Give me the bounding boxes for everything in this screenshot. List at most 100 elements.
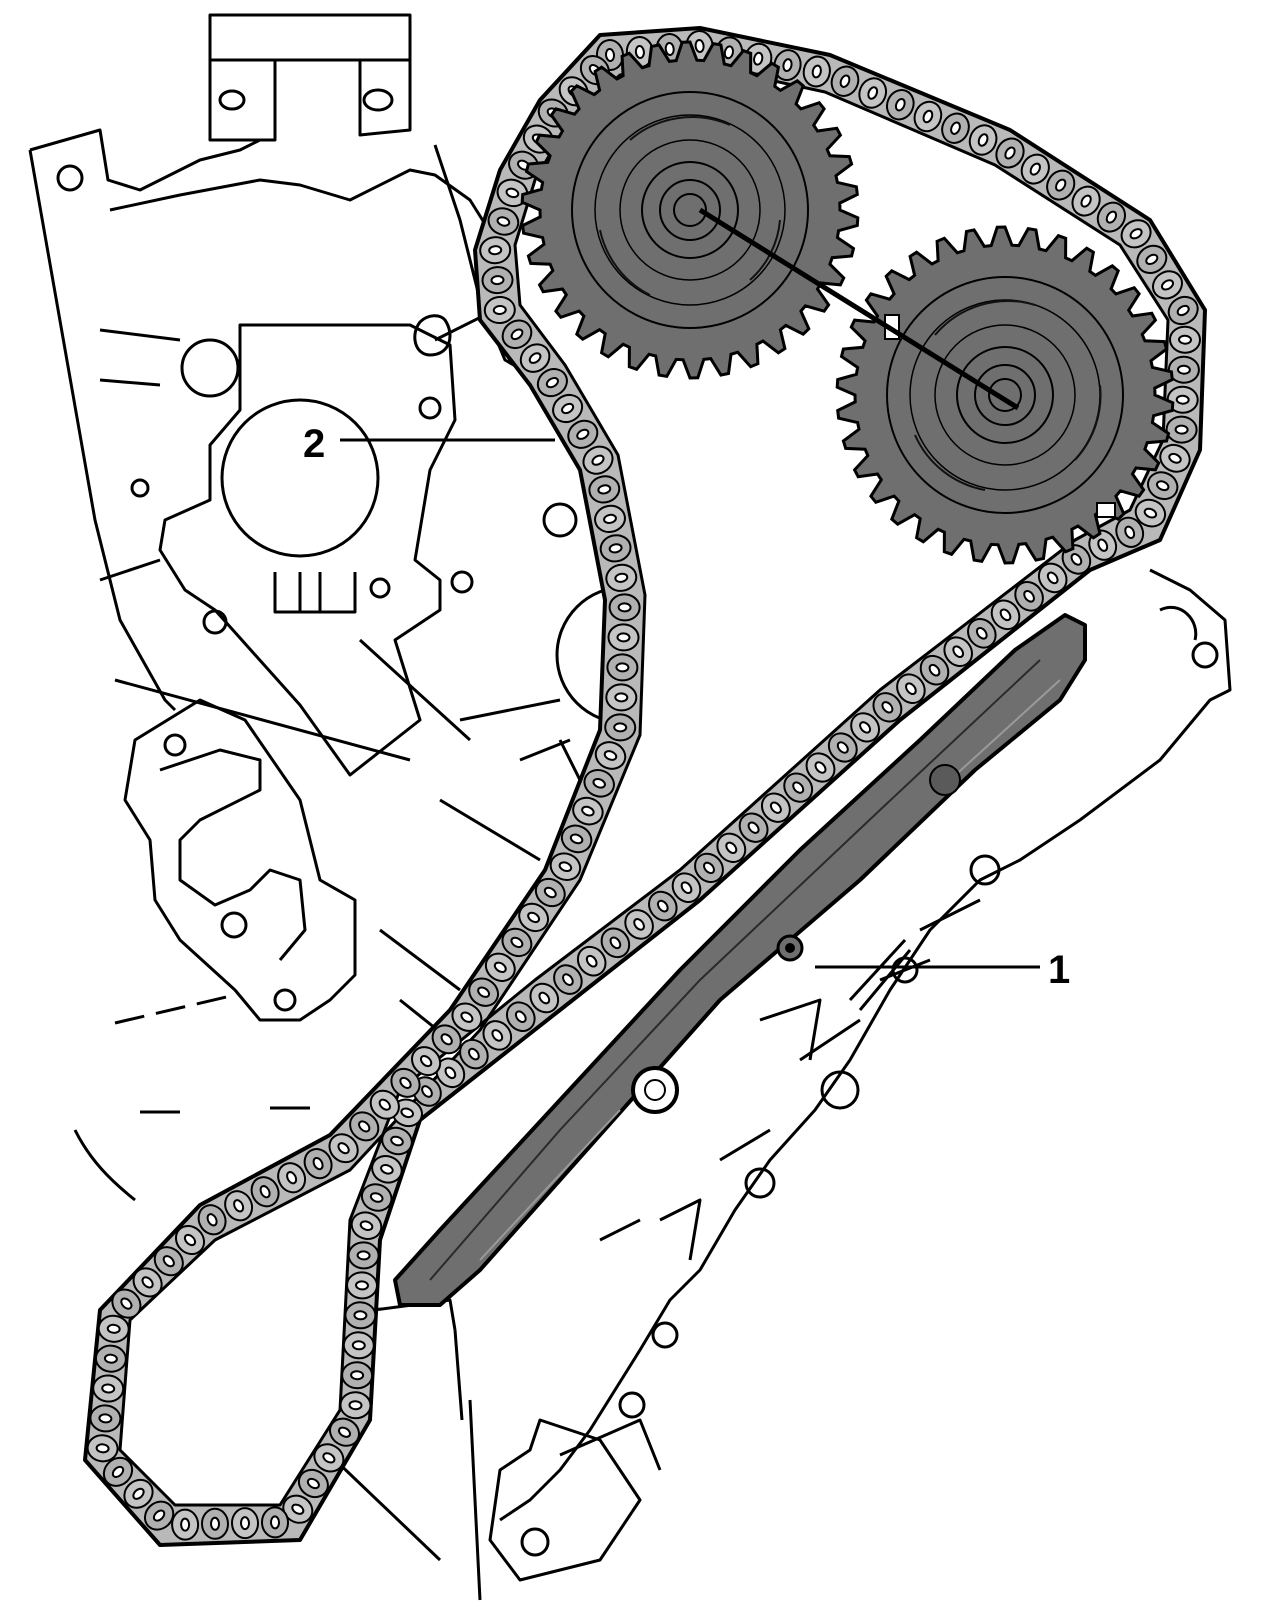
chain-link: [483, 295, 516, 325]
chain-link: [773, 49, 802, 82]
chain-link: [153, 1246, 184, 1277]
chain-link: [990, 599, 1021, 631]
chain-link: [1014, 581, 1044, 612]
callout-1-label: 1: [1048, 948, 1070, 992]
chain-link: [303, 1148, 333, 1180]
chain-link: [346, 1271, 378, 1300]
chain-link: [92, 1374, 125, 1403]
chain-link: [827, 732, 858, 763]
tensioner-rail-upper-rivet: [929, 764, 961, 796]
chain-link: [553, 964, 583, 995]
camshaft-sprocket-intake: [520, 40, 860, 380]
chain-link: [518, 902, 550, 933]
chain-link: [760, 792, 791, 823]
camshaft-sprocket-exhaust: [835, 225, 1175, 565]
chain-link: [607, 623, 640, 652]
chain-link: [608, 593, 641, 622]
callout-2: 2: [303, 422, 555, 466]
chain-link: [1167, 355, 1200, 384]
sprocket-alignment-line: [698, 207, 1020, 411]
chain-link: [1115, 516, 1145, 548]
chain-link: [123, 1478, 154, 1509]
chain-link: [487, 207, 520, 236]
chain-link: [582, 445, 614, 475]
chain-link: [716, 832, 747, 863]
chain-link: [1061, 544, 1092, 575]
chain-link: [339, 1391, 372, 1420]
chain-link: [1020, 153, 1050, 185]
chain-link: [583, 768, 615, 798]
chain-link: [89, 1404, 122, 1433]
chain-link: [97, 1314, 130, 1343]
chain-link: [671, 872, 702, 903]
chain-link: [1096, 201, 1127, 233]
chain-link: [484, 952, 516, 982]
chain-link: [536, 368, 568, 398]
chain-link: [501, 319, 533, 350]
chain-link: [371, 1155, 403, 1184]
chain-link: [605, 683, 638, 712]
chain-link: [1071, 185, 1101, 217]
chain-link: [872, 692, 903, 723]
chain-link: [350, 1211, 383, 1240]
chain-link: [171, 1508, 200, 1541]
chain-link: [600, 927, 631, 959]
chain-link: [224, 1190, 254, 1222]
chain-link: [599, 534, 632, 563]
chain-link: [594, 741, 627, 770]
chain-link: [342, 1331, 375, 1360]
chain-link: [1166, 385, 1199, 414]
chain-link: [549, 852, 582, 882]
chain-link: [1134, 498, 1167, 528]
chain-link: [459, 1038, 489, 1070]
chain-link: [604, 713, 637, 742]
chain-link: [328, 1133, 359, 1164]
chain-link: [588, 475, 621, 504]
chain-link: [567, 419, 599, 449]
chain-link: [967, 618, 997, 649]
chain-link: [86, 1434, 119, 1463]
chain-link: [501, 927, 533, 958]
chain-link: [783, 772, 814, 803]
chain-link: [94, 1344, 127, 1373]
chain-link: [369, 1089, 400, 1120]
chain-link: [995, 137, 1025, 169]
chain-link: [482, 1020, 513, 1051]
callout-2-label: 2: [303, 422, 325, 466]
chain-link: [347, 1241, 380, 1270]
chain-link: [648, 890, 678, 922]
chain-link: [505, 1001, 536, 1032]
chain-link: [329, 1417, 360, 1447]
chain-link: [941, 112, 970, 144]
chain-link: [479, 236, 512, 265]
chain-link: [919, 654, 950, 686]
chain-link: [349, 1111, 380, 1142]
chain-link: [481, 266, 514, 295]
chain-link: [1136, 244, 1168, 274]
chain-link: [341, 1361, 374, 1390]
chain-link: [576, 945, 607, 977]
tensioner-rail: [393, 613, 1087, 1307]
chain-link: [144, 1500, 175, 1531]
chain-link: [1165, 415, 1198, 444]
chain-link: [381, 1126, 413, 1156]
chain-link: [1120, 219, 1152, 249]
chain-link: [344, 1301, 377, 1330]
chain-link: [1147, 471, 1179, 501]
chain-link: [411, 1046, 442, 1077]
chain-link: [968, 124, 998, 156]
chain-link: [496, 178, 529, 208]
chain-link: [529, 982, 560, 1014]
chain-link: [197, 1204, 227, 1236]
chain-link: [250, 1176, 280, 1208]
chain-link: [451, 1002, 483, 1032]
chain-link: [560, 824, 593, 854]
chain-link: [102, 1456, 134, 1487]
chain-link: [132, 1267, 163, 1298]
chain-link: [552, 393, 584, 424]
chain-link: [435, 1057, 466, 1089]
chain-link: [594, 504, 626, 533]
chain-link: [738, 812, 769, 843]
chain-link: [624, 909, 654, 940]
chain-link: [1167, 295, 1199, 326]
